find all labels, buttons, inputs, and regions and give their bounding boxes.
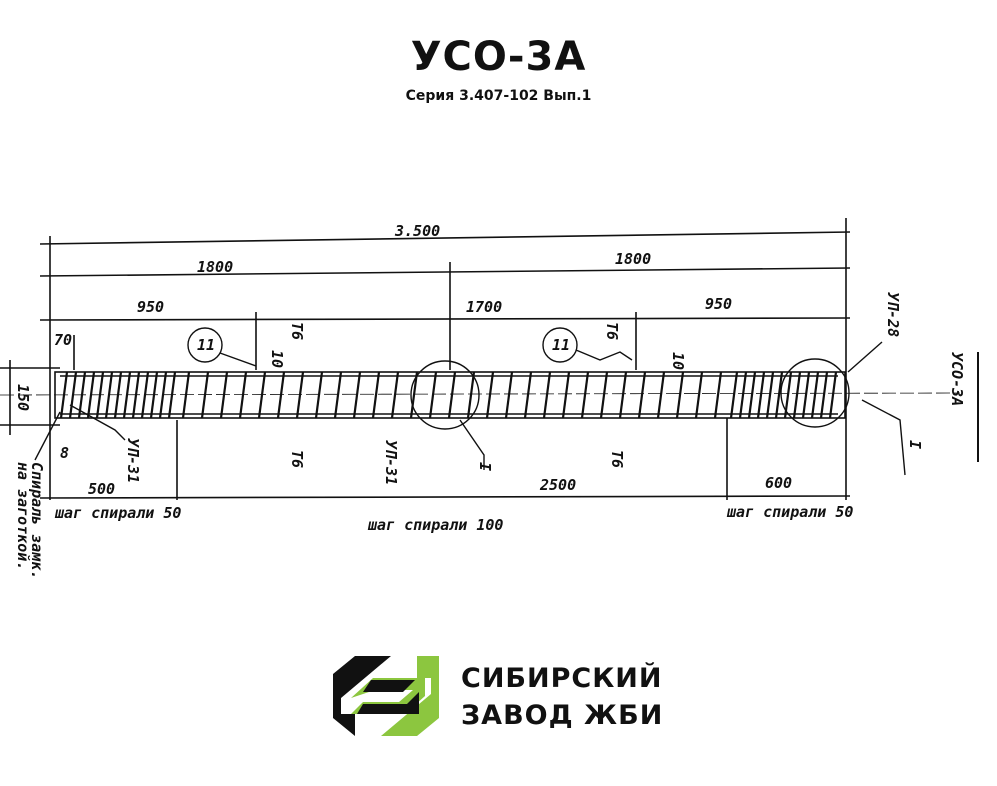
spiral-turn: [257, 371, 267, 419]
spiral-turn: [140, 371, 150, 419]
spiral-turn: [276, 371, 286, 419]
dim-10-right: 10: [669, 352, 687, 370]
spiral-turn: [295, 371, 305, 419]
spiral-turn: [618, 371, 628, 419]
spiral-turn: [738, 371, 748, 419]
spiral-turn: [409, 371, 419, 419]
label-t6-top-left: Т6: [288, 322, 306, 340]
spiral-turn: [371, 371, 381, 419]
spiral-turn: [447, 371, 457, 419]
spiral-turn: [756, 371, 766, 419]
spiral-turn: [181, 371, 191, 419]
spiral-turn: [466, 371, 476, 419]
dim-70: 70: [54, 331, 72, 349]
company-logo: [333, 656, 439, 736]
spiral-turn: [200, 371, 210, 419]
spiral-turn: [104, 371, 114, 419]
spiral-turn: [542, 371, 552, 419]
spiral-turn: [747, 371, 757, 419]
dim-10-left: 10: [268, 350, 286, 368]
spiral-turn: [792, 371, 802, 419]
callout-11-right: 11: [552, 336, 570, 354]
spiral-turn: [774, 371, 784, 419]
label-up28: УП-28: [884, 292, 902, 337]
dim-1800-right: 1800: [615, 250, 651, 268]
dim-1700: 1700: [466, 298, 502, 316]
spiral-turn: [238, 371, 248, 419]
spiral-turn: [801, 371, 811, 419]
spiral-turn: [599, 371, 609, 419]
dim-600: 600: [765, 474, 792, 492]
spiral-turn: [131, 371, 141, 419]
marker-i-right: I: [906, 440, 924, 449]
dim-2500: 2500: [539, 476, 576, 494]
spiral-turn: [561, 371, 571, 419]
spiral-note-line2: на заготкой.: [14, 462, 32, 570]
spiral-turn: [729, 371, 739, 419]
spiral-turn: [656, 371, 666, 419]
spiral-turn: [219, 371, 229, 419]
spiral-turn: [113, 371, 123, 419]
pitch-middle: шаг спирали 100: [367, 516, 503, 534]
spiral-turn: [95, 371, 105, 419]
spiral-turn: [504, 371, 514, 419]
series-subtitle: Серия 3.407-102 Вып.1: [405, 88, 592, 104]
side-title: УСО-3А: [948, 352, 966, 406]
spiral-turns: [59, 371, 838, 419]
spiral-turn: [713, 371, 723, 419]
pitch-right: шаг спирали 50: [726, 503, 853, 521]
callouts: [34, 327, 906, 476]
spiral-turn: [637, 371, 647, 419]
pitch-left: шаг спирали 50: [54, 504, 181, 522]
company-name: СИБИРСКИЙ ЗАВОД ЖБИ: [461, 660, 663, 734]
dim-950-right: 950: [705, 295, 732, 313]
dim-total: 3.500: [394, 222, 440, 240]
label-up31-mid: УП-31: [382, 440, 400, 485]
company-name-line2: ЗАВОД ЖБИ: [461, 700, 664, 731]
spiral-turn: [352, 371, 362, 419]
spiral-turn: [485, 371, 495, 419]
company-name-line1: СИБИРСКИЙ: [461, 663, 663, 694]
label-up31-left: УП-31: [124, 438, 142, 483]
spiral-turn: [314, 371, 324, 419]
spiral-turn: [523, 371, 533, 419]
spiral-turn: [810, 371, 820, 419]
spiral-turn: [333, 371, 343, 419]
spiral-turn: [828, 371, 838, 419]
spiral-turn: [390, 371, 400, 419]
spiral-turn: [86, 371, 96, 419]
spiral-turn: [675, 371, 685, 419]
label-t6-top-right: Т6: [603, 322, 621, 340]
label-t6-bottom-right: Т6: [608, 450, 626, 468]
label-t6-bottom-left: Т6: [288, 450, 306, 468]
marker-i-mid: I: [476, 462, 494, 471]
spiral-note-line1: Спираль замк.: [28, 462, 46, 579]
dim-150: 150: [14, 384, 32, 411]
spiral-turn: [428, 371, 438, 419]
dim-500: 500: [88, 480, 115, 498]
spiral-turn: [819, 371, 829, 419]
spiral-turn: [580, 371, 590, 419]
spiral-turn: [765, 371, 775, 419]
callout-11-left: 11: [197, 336, 215, 354]
spiral-turn: [167, 371, 177, 419]
spiral-turn: [68, 371, 78, 419]
spiral-turn: [149, 371, 159, 419]
dim-1800-left: 1800: [197, 258, 233, 276]
dimension-lines: [0, 218, 961, 500]
spiral-turn: [158, 371, 168, 419]
dim-950-left: 950: [137, 298, 164, 316]
spiral-turn: [694, 371, 704, 419]
dim-8: 8: [60, 444, 69, 462]
page-title: УСО-3А: [410, 34, 587, 80]
spiral-turn: [122, 371, 132, 419]
spiral-turn: [59, 371, 69, 419]
